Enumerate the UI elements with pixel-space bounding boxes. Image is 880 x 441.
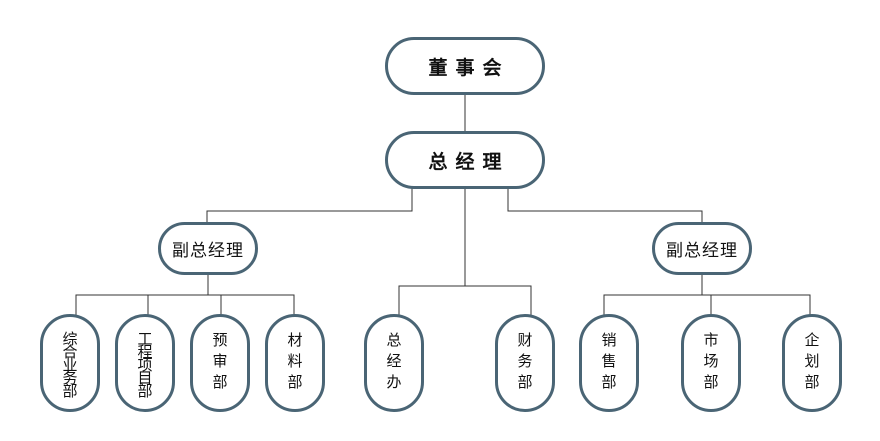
- general-manager-node: 总经理: [385, 131, 545, 189]
- connector-gm-vgm-right: [507, 187, 703, 222]
- budget-audit-dept-label: 预审部: [210, 331, 229, 395]
- connector-left-branch: [75, 294, 295, 316]
- materials-dept-node: 材料部: [265, 314, 325, 412]
- market-dept-node: 市场部: [681, 314, 741, 412]
- vice-general-manager-right-node: 副总经理: [652, 222, 752, 275]
- sales-dept-node: 销售部: [579, 314, 639, 412]
- board-node: 董事会: [385, 37, 545, 95]
- general-manager-label: 总经理: [428, 150, 510, 173]
- planning-dept-node: 企划部: [782, 314, 842, 412]
- gm-office-label: 总经办: [384, 331, 403, 395]
- materials-dept-label: 材料部: [285, 331, 304, 395]
- budget-audit-dept-node: 预审部: [190, 314, 250, 412]
- market-dept-label: 市场部: [701, 331, 720, 395]
- vice-general-manager-right-label: 副总经理: [666, 241, 738, 261]
- connector-center-branch: [398, 285, 532, 316]
- vice-general-manager-left-label: 副总经理: [172, 241, 244, 261]
- gm-office-node: 总经办: [364, 314, 424, 412]
- board-label: 董事会: [428, 56, 510, 79]
- sales-dept-label: 销售部: [599, 331, 618, 395]
- finance-dept-node: 财务部: [495, 314, 555, 412]
- planning-dept-label: 企划部: [802, 331, 821, 395]
- general-business-dept-label: 综合业务部: [60, 330, 79, 396]
- vice-general-manager-left-node: 副总经理: [158, 222, 258, 275]
- finance-dept-label: 财务部: [515, 331, 534, 395]
- connector-right-branch: [603, 294, 811, 316]
- connector-gm-vgm-left: [206, 187, 413, 222]
- project-dept-node: 工程项目部: [115, 314, 175, 412]
- project-dept-label: 工程项目部: [135, 330, 154, 396]
- general-business-dept-node: 综合业务部: [40, 314, 100, 412]
